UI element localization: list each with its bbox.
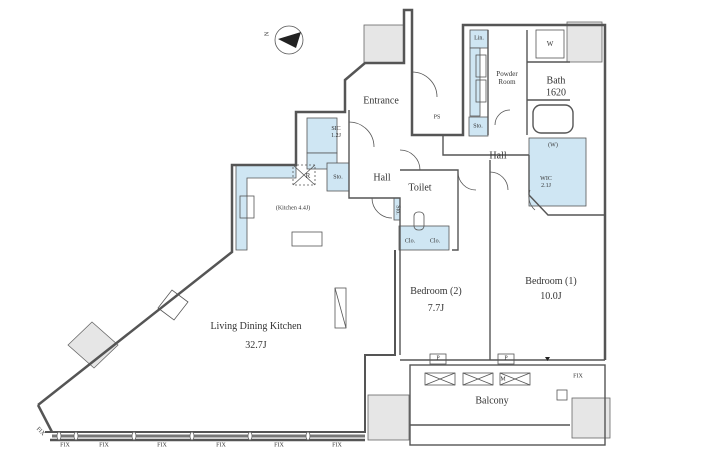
room-label-toilet: Toilet [408,182,432,194]
bath-name: Bath [546,75,566,87]
room-label-hall-left: Hall [373,172,391,184]
fix-window-label: FIX [60,442,70,449]
wic-w-label: (W) [548,142,558,149]
fix-window-label: FIX [157,442,167,449]
bedroom2-name: Bedroom (2) [410,286,462,297]
room-label-linen: Lin. [474,35,484,42]
room-label-storage-left: Sto. [333,174,343,181]
refrigerator-label: R [305,171,311,180]
room-label-storage-mid: Sto. [473,123,483,130]
sic-size: 1.2J [331,133,341,139]
compass-north-label: N [264,31,271,37]
room-label-balcony: Balcony [475,395,509,407]
room-label-entrance: Entrance [363,95,399,107]
meter-label: M [500,376,506,383]
bedroom1-name: Bedroom (1) [525,276,577,287]
fix-window-label: FIX [216,442,226,449]
ldk-name: Living Dining Kitchen [210,321,302,332]
room-label-storage-toilet: Sto. [394,205,401,215]
closet-label-1: Clo. [404,238,416,245]
room-label-bedroom-2: Bedroom (2) 7.7J [410,283,461,317]
ldk-size: 32.7J [245,340,267,351]
fix-window-label: FIX [573,373,583,380]
powder-line-1: Powder [496,69,518,78]
room-label-ldk: Living Dining Kitchen 32.7J [210,317,301,355]
room-label-ps: PS [433,114,441,121]
wic-size: 2.1J [541,183,551,189]
room-label-kitchen: (Kitchen 4.4J) [275,205,311,212]
powder-line-2: Room [498,78,516,86]
fix-window-label: FIX [332,442,342,449]
bedroom1-size: 10.0J [540,291,562,302]
sic-name: SIC [331,126,341,133]
room-label-hall-right: Hall [489,150,507,162]
closet-label-2: Clo. [429,238,441,245]
north-compass-icon [274,25,304,55]
room-label-bedroom-1: Bedroom (1) 10.0J [525,274,576,304]
washer-label: W [546,39,554,48]
bedroom2-size: 7.7J [427,303,445,314]
pipe-label-2: P [504,355,508,362]
fix-window-label: FIX [99,442,109,449]
fix-window-label: FIX [274,442,284,449]
wic-name: WIC [540,176,552,183]
pipe-label-1: P [436,355,440,362]
storage-areas [235,29,587,251]
bath-size: 1620 [546,87,566,98]
